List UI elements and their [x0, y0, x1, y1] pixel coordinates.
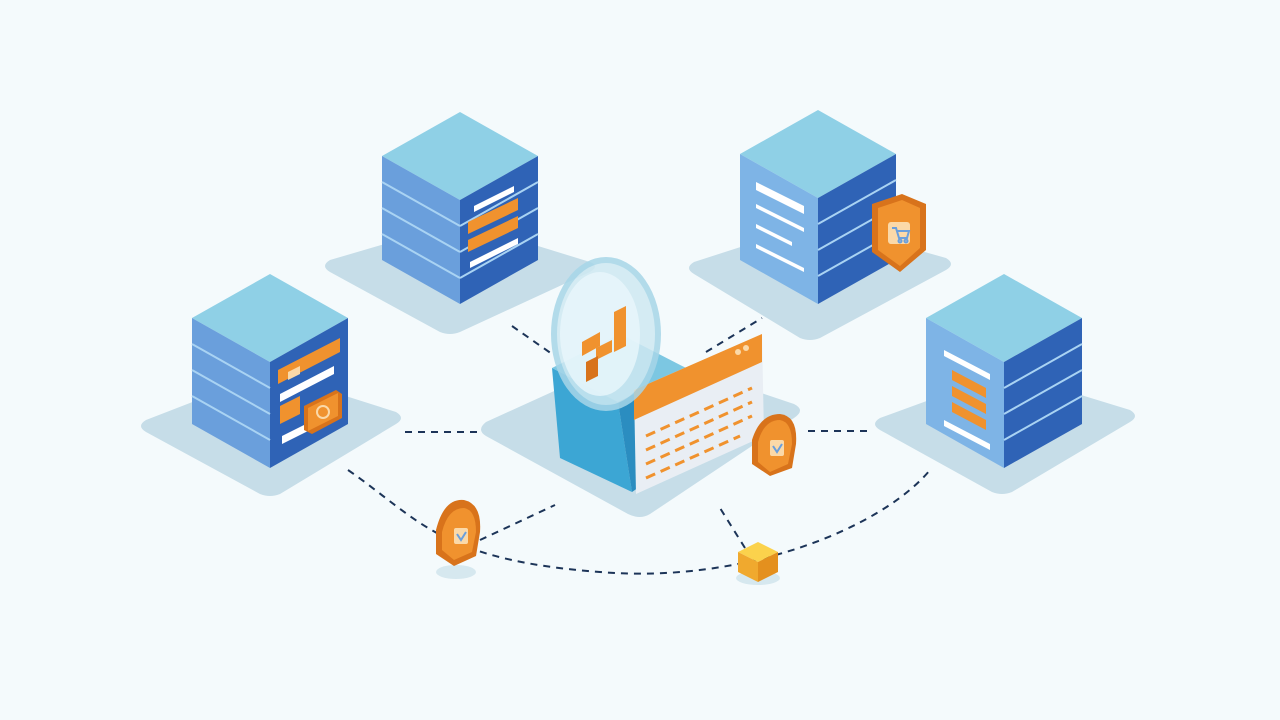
connector-cube-hub — [719, 507, 746, 549]
shield-badge-icon — [872, 194, 926, 272]
shield-badge-icon — [436, 499, 481, 579]
connector-hub-topright — [705, 317, 763, 353]
connector-lock-hub — [479, 504, 556, 541]
server-top-left — [381, 112, 539, 304]
shield-badge-icon — [752, 414, 797, 476]
lock-icon — [304, 390, 342, 434]
central-hub — [551, 257, 764, 494]
server-left — [191, 274, 348, 468]
server-right — [926, 274, 1083, 468]
server-top-right — [740, 110, 926, 304]
magnifier-icon — [551, 257, 661, 411]
connectors — [347, 317, 931, 575]
server-rack-lines — [1003, 343, 1083, 441]
server-orange-panels — [944, 350, 990, 450]
connector-loop — [347, 469, 931, 575]
connector-hub-topleft — [511, 325, 553, 355]
shopping-cart-icon — [892, 227, 911, 244]
cube-icon — [736, 542, 780, 585]
server-label-lines — [756, 182, 804, 272]
server-orange-panels — [468, 186, 518, 268]
chart-icon — [582, 306, 626, 382]
browser-window-icon — [634, 334, 764, 494]
server-rack-lines — [191, 343, 271, 441]
